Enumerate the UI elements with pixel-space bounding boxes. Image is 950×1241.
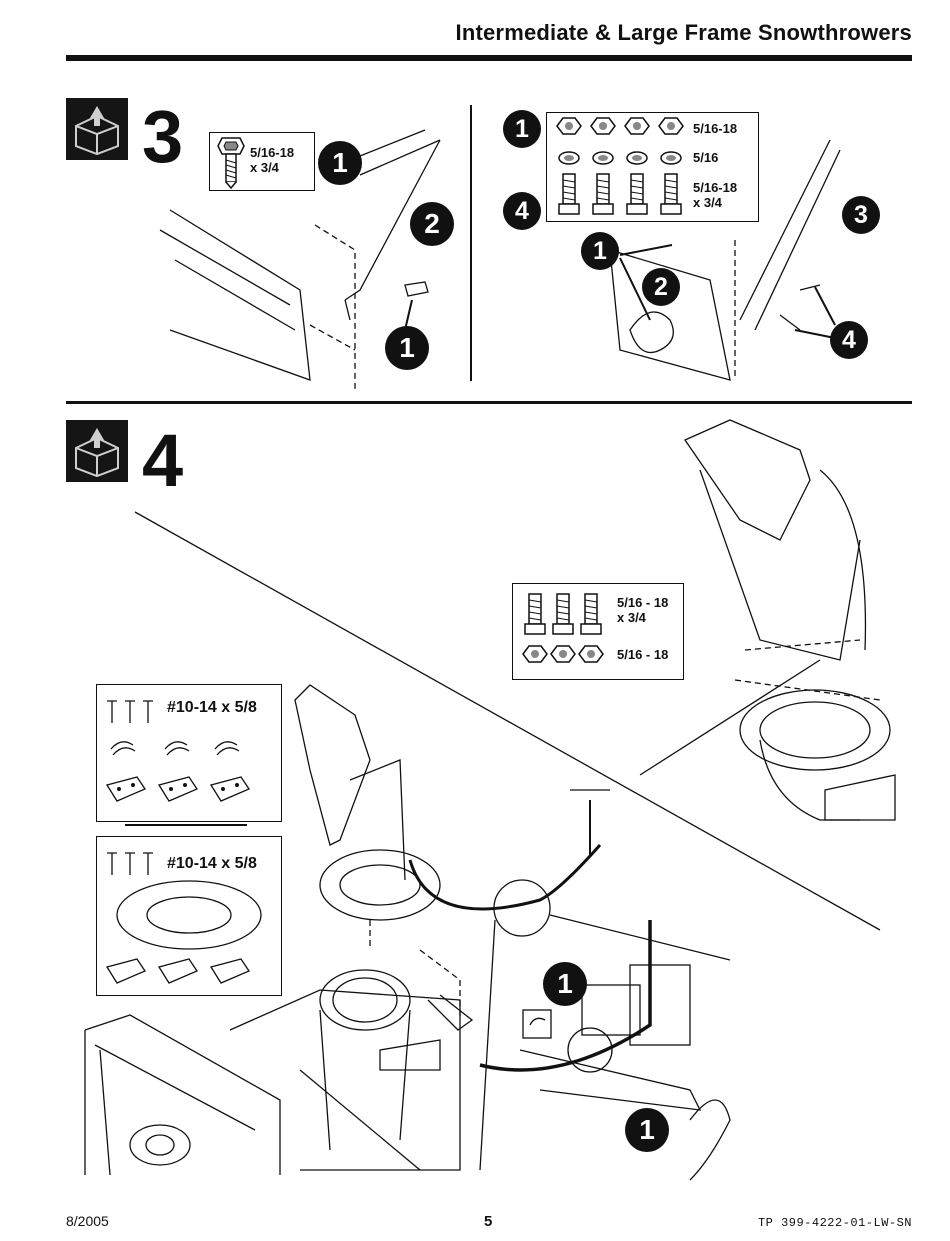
callout-1-cable-clip: 1 <box>543 962 587 1006</box>
callout-1-cable-bracket: 1 <box>625 1108 669 1152</box>
footer-date: 8/2005 <box>66 1213 109 1229</box>
document-code: TP 399-4222-01-LW-SN <box>758 1216 912 1230</box>
page-number: 5 <box>484 1213 492 1230</box>
